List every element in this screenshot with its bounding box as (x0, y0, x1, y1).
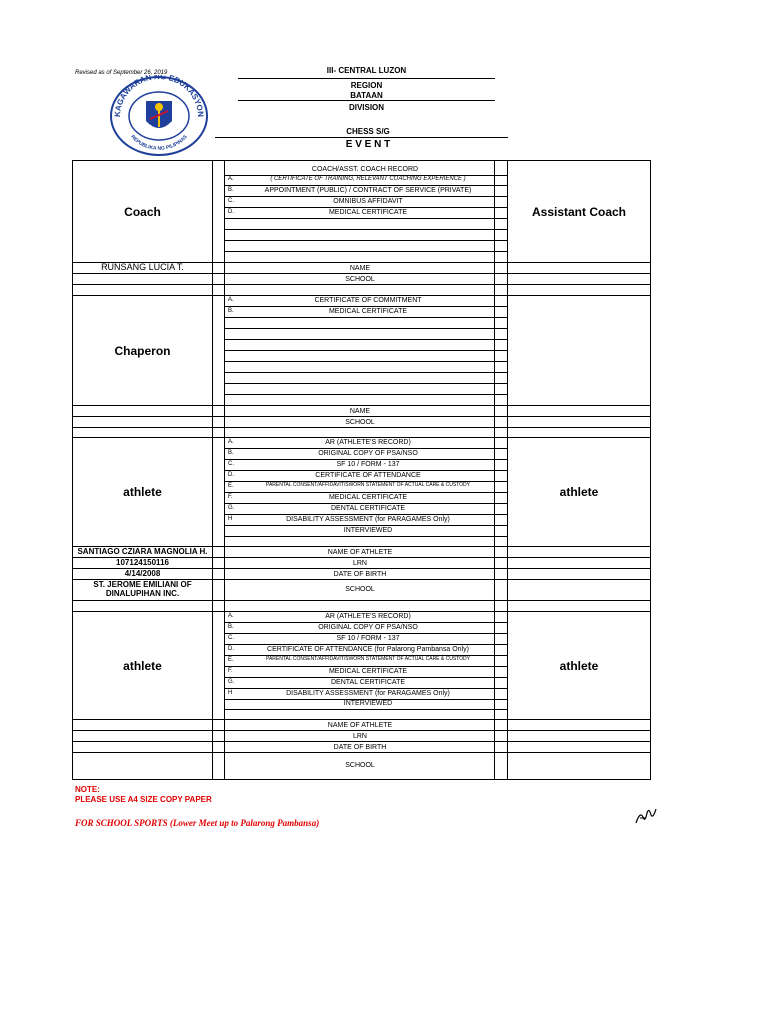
signature-mark (634, 803, 660, 827)
chaperon-right-box (508, 296, 650, 405)
athlete1-left-label: athlete (123, 485, 162, 499)
athlete1-name-label: NAME OF ATHLETE (327, 549, 393, 556)
coach-school-label: SCHOOL (345, 276, 375, 283)
athlete1-school-value-line1: ST. JEROME EMILIANI OF (93, 580, 192, 589)
athlete2-right-photo-box: athlete (508, 612, 650, 719)
athlete1-item-c: SF 10 / FORM - 137 (336, 461, 400, 468)
assistant-coach-photo-box: Assistant Coach (508, 161, 650, 262)
athlete1-lrn-value: 107124150116 (116, 558, 169, 567)
athlete1-lrn-label: LRN (352, 560, 367, 567)
note-paper-size: PLEASE USE A4 SIZE COPY PAPER (75, 795, 212, 804)
division-label: DIVISION (348, 103, 385, 112)
chaperon-school-label: SCHOOL (345, 419, 375, 426)
registration-form (72, 160, 651, 780)
chaperon-photo-box: Chaperon (73, 296, 212, 405)
coach-item-title: COACH/ASST. COACH RECORD (311, 166, 419, 173)
athlete1-interviewed: INTERVIEWED (343, 527, 393, 534)
event-value: CHESS S/G (346, 127, 390, 136)
coach-name-value: RUNSANG LUCIA T. (101, 262, 184, 272)
athlete2-lrn-label: LRN (352, 733, 367, 740)
athlete2-item-a: AR (ATHLETE'S RECORD) (325, 613, 411, 620)
revision-date: Revised as of September 26, 2019 (75, 70, 168, 76)
athlete1-item-b: ORIGINAL COPY OF PSA/NSO (318, 450, 418, 457)
athlete2-dob-label: DATE OF BIRTH (333, 744, 387, 751)
coach-item-d: MEDICAL CERTIFICATE (328, 209, 408, 216)
athlete2-item-b: ORIGINAL COPY OF PSA/NSO (318, 624, 418, 631)
athlete2-item-c: SF 10 / FORM - 137 (336, 635, 400, 642)
coach-item-b: APPOINTMENT (PUBLIC) / CONTRACT OF SERVI… (264, 187, 472, 194)
athlete2-item-h: DISABILITY ASSESSMENT (for PARAGAMES Onl… (286, 690, 450, 697)
athlete1-item-f: MEDICAL CERTIFICATE (328, 494, 408, 501)
athlete1-dob-label: DATE OF BIRTH (333, 571, 387, 578)
chaperon-item-b: MEDICAL CERTIFICATE (328, 308, 408, 315)
event-label: E V E N T (345, 139, 391, 150)
athlete1-item-e: PARENTAL CONSENT/AFFIDAVIT/SWORN STATEME… (265, 482, 470, 488)
coach-name-label: NAME (349, 265, 371, 272)
athlete2-interviewed: INTERVIEWED (343, 700, 393, 707)
note-heading: NOTE: (75, 785, 100, 794)
athlete1-dob-value: 4/14/2008 (124, 569, 161, 578)
athlete1-name-value: SANTIAGO CZIARA MAGNOLIA H. (77, 547, 208, 556)
assistant-coach-label: Assistant Coach (531, 204, 627, 219)
athlete1-school-value-line2: DINALUPIHAN INC. (105, 589, 180, 598)
coach-item-a: ( CERTIFICATE OF TRAINING, RELEVANT COAC… (270, 176, 466, 182)
region-value: III- CENTRAL LUZON (326, 66, 407, 75)
athlete2-left-label: athlete (123, 658, 162, 673)
athlete2-item-f: MEDICAL CERTIFICATE (328, 668, 408, 675)
chaperon-name-label: NAME (349, 408, 371, 415)
athlete2-item-g: DENTAL CERTIFICATE (330, 679, 406, 686)
chaperon-item-a: CERTIFICATE OF COMMITMENT (314, 297, 422, 304)
coach-photo-box: Coach (73, 161, 212, 262)
division-value: BATAAN (350, 91, 383, 100)
athlete2-school-label: SCHOOL (345, 762, 375, 769)
deped-seal: KAGAWARAN NG EDUKASYON REPUBLIKA NG PILI… (108, 72, 210, 157)
athlete2-photo-box: athlete (73, 612, 212, 719)
athlete1-item-a: AR (ATHLETE'S RECORD) (325, 439, 411, 446)
athlete2-name-label: NAME OF ATHLETE (327, 722, 393, 729)
athlete1-item-h: DISABILITY ASSESSMENT (for PARAGAMES Onl… (286, 516, 450, 523)
athlete1-right-photo-box: athlete (508, 438, 650, 546)
coach-item-c: OMNIBUS AFFIDAVIT (333, 198, 403, 205)
athlete1-item-g: DENTAL CERTIFICATE (330, 505, 406, 512)
coach-label: Coach (124, 204, 161, 219)
athlete2-right-label: athlete (559, 658, 599, 673)
athlete1-photo-box: athlete (73, 438, 212, 546)
athlete2-item-d: CERTIFICATE OF ATTENDANCE (for Palarong … (267, 646, 469, 653)
school-sports-note: FOR SCHOOL SPORTS (Lower Meet up to Pala… (75, 818, 320, 828)
chaperon-label: Chaperon (114, 343, 171, 358)
region-label: REGION (350, 81, 383, 90)
athlete1-school-label: SCHOOL (345, 586, 375, 593)
athlete1-right-label: athlete (559, 485, 599, 499)
athlete1-item-d: CERTIFICATE OF ATTENDANCE (315, 472, 421, 479)
athlete2-item-e: PARENTAL CONSENT/AFFIDAVIT/SWORN STATEME… (265, 656, 470, 662)
